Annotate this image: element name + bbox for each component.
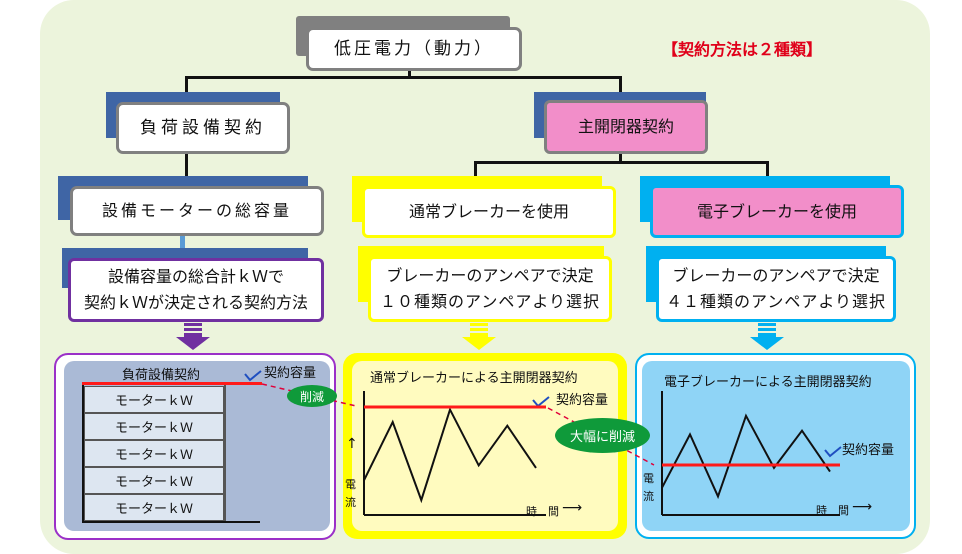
electronic-current-chart — [661, 391, 840, 516]
normal-x-arrow-icon: ⟶ — [562, 500, 583, 516]
normal-detail-node: ブレーカーのアンペアで決定 １０種類のアンペアより選択 — [368, 256, 612, 322]
normal-y-label-2: 流 — [345, 496, 356, 509]
electronic-contract-label: 契約容量 — [842, 443, 895, 458]
normal-y-arrow-icon: ↑ — [346, 436, 358, 452]
page-title: 低圧電力（動力） — [306, 27, 522, 71]
cyan-down-arrow-icon — [750, 323, 784, 350]
electronic-y-label-2: 流 — [643, 490, 654, 503]
normal-detail-line1: ブレーカーのアンペアで決定 — [386, 266, 594, 285]
motor-kw-row: モーターｋＷ — [84, 386, 224, 413]
connector-title — [408, 66, 411, 77]
normal-y-label-1: 電 — [345, 478, 356, 491]
connector-load-detail — [180, 234, 185, 248]
electronic-y-label-1: 電 — [643, 472, 654, 485]
electronic-x-label: 時 間 — [816, 504, 849, 517]
connector-load-step — [185, 150, 188, 177]
connector-level1 — [185, 76, 621, 79]
load-contract-label: 契約容量 — [264, 366, 317, 381]
normal-panel-title: 通常ブレーカーによる主開閉器契約 — [370, 371, 578, 386]
electronic-detail-line1: ブレーカーのアンペアで決定 — [672, 266, 880, 285]
normal-detail-line2: １０種類のアンペアより選択 — [379, 292, 601, 311]
load-stack-edge — [224, 383, 226, 521]
method-count-note: 【契約方法は２種類】 — [662, 40, 823, 59]
load-panel-title: 負荷設備契約 — [122, 368, 201, 383]
electronic-panel-inner — [642, 361, 910, 531]
electronic-detail-node: ブレーカーのアンペアで決定 ４１種類のアンペアより選択 — [656, 256, 896, 322]
total-capacity-node: 設備モーターの総容量 — [70, 186, 324, 236]
load-detail-line1: 設備容量の総合計ｋＷで — [107, 267, 284, 286]
connector-electronic — [766, 161, 769, 178]
normal-breaker-node: 通常ブレーカーを使用 — [362, 186, 616, 238]
electronic-detail-line2: ４１種類のアンペアより選択 — [665, 292, 887, 311]
reduction-badge-small: 削減 — [287, 385, 337, 407]
load-detail-node: 設備容量の総合計ｋＷで 契約ｋＷが決定される契約方法 — [68, 258, 324, 322]
motor-kw-row: モーターｋＷ — [84, 413, 224, 440]
electronic-breaker-node: 電子ブレーカーを使用 — [650, 185, 904, 238]
motor-kw-row: モーターｋＷ — [84, 494, 224, 521]
connector-breaker-split — [619, 150, 622, 162]
connector-breaker — [619, 76, 622, 96]
reduction-badge-large: 大幅に削減 — [555, 418, 650, 453]
load-contract-line — [82, 382, 262, 385]
electronic-x-arrow-icon: ⟶ — [852, 499, 873, 515]
connector-level2 — [474, 161, 767, 164]
load-x-axis — [82, 521, 260, 523]
breaker-contract-node: 主開閉器契約 — [544, 100, 708, 154]
motor-kw-row: モーターｋＷ — [84, 440, 224, 467]
motor-kw-row: モーターｋＷ — [84, 467, 224, 494]
load-check-arrow-icon — [244, 370, 262, 382]
load-detail-line2: 契約ｋＷが決定される契約方法 — [83, 293, 308, 312]
load-contract-node: 負荷設備契約 — [116, 102, 290, 154]
current-series-line — [661, 413, 831, 500]
connector-normal — [474, 161, 477, 178]
yellow-down-arrow-icon — [462, 323, 496, 350]
load-y-axis — [82, 383, 84, 521]
electronic-check-arrow-icon — [824, 446, 842, 458]
connector-load — [185, 76, 188, 96]
electronic-panel-title: 電子ブレーカーによる主開閉器契約 — [664, 375, 872, 390]
normal-current-chart — [363, 391, 546, 516]
normal-contract-label: 契約容量 — [556, 393, 609, 408]
purple-down-arrow-icon — [176, 323, 210, 350]
reduction-link-normal-electronic — [547, 407, 655, 466]
current-series-line — [363, 406, 537, 504]
